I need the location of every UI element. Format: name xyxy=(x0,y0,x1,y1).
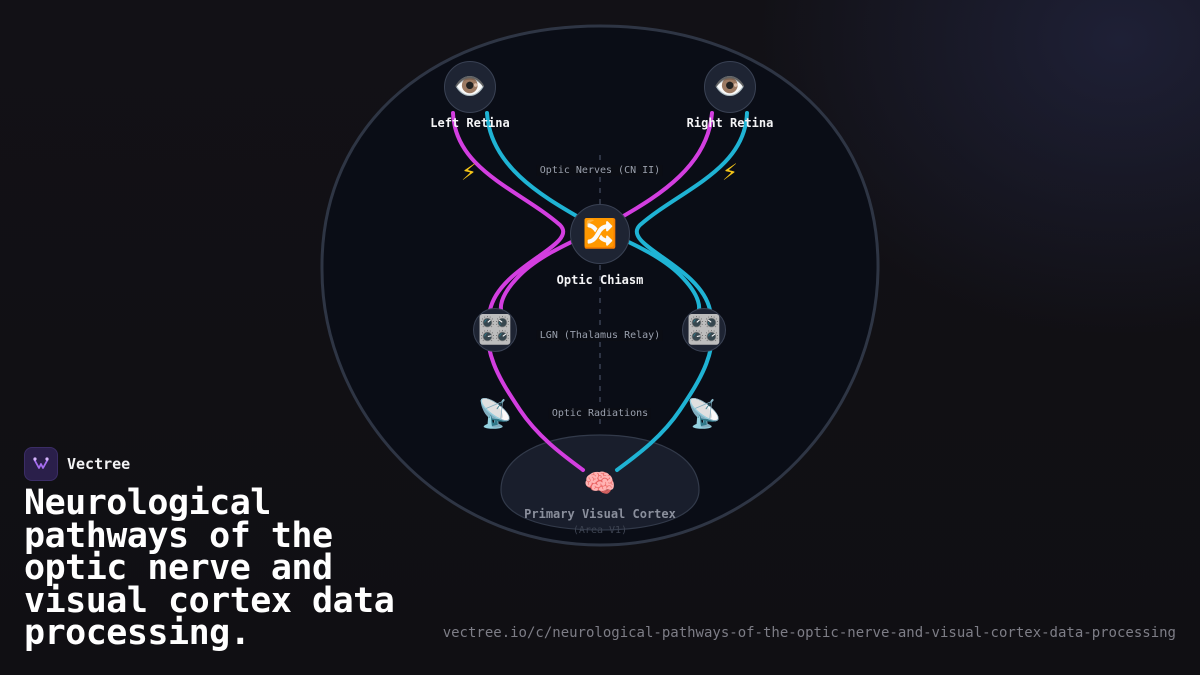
lightning-icon: ⚡ xyxy=(461,157,477,187)
satellite-dish-icon: 📡 xyxy=(477,397,513,430)
optic-nerves-label: Optic Nerves (CN II) xyxy=(536,165,664,176)
right-retina-label: Right Retina xyxy=(686,116,774,130)
shuffle-icon: 🔀 xyxy=(582,217,618,250)
right-lgn-node: 🎛️ xyxy=(682,308,726,352)
eye-icon: 👁️ xyxy=(713,72,747,102)
control-knobs-icon: 🎛️ xyxy=(477,313,513,346)
lgn-label: LGN (Thalamus Relay) xyxy=(536,330,664,341)
brand[interactable]: Vectree xyxy=(24,447,130,481)
optic-chiasm-node: 🔀 xyxy=(570,204,630,264)
left-retina-label: Left Retina xyxy=(430,116,510,130)
cortex-region xyxy=(500,434,700,531)
cortex-sublabel: (Area V1) xyxy=(572,525,628,536)
brain-icon: 🧠 xyxy=(583,469,617,499)
optic-radiations-label: Optic Radiations xyxy=(548,408,652,419)
left-lgn-node: 🎛️ xyxy=(473,308,517,352)
pathway-right-temporal xyxy=(615,111,749,472)
brand-name: Vectree xyxy=(67,455,131,473)
source-url[interactable]: vectree.io/c/neurological-pathways-of-th… xyxy=(442,625,1176,641)
satellite-dish-icon: 📡 xyxy=(686,397,722,430)
eye-icon: 👁️ xyxy=(453,72,487,102)
pathway-left-temporal xyxy=(451,111,585,472)
cortex-label: Primary Visual Cortex xyxy=(524,507,676,521)
head-outline xyxy=(320,24,880,547)
page-title: Neurological pathways of the optic nerve… xyxy=(24,483,395,653)
optic-chiasm-label: Optic Chiasm xyxy=(556,273,644,287)
right-retina-node: 👁️ xyxy=(704,61,756,113)
lightning-icon: ⚡ xyxy=(722,157,738,187)
left-retina-node: 👁️ xyxy=(444,61,496,113)
control-knobs-icon: 🎛️ xyxy=(686,313,722,346)
vectree-logo-icon xyxy=(24,447,58,481)
